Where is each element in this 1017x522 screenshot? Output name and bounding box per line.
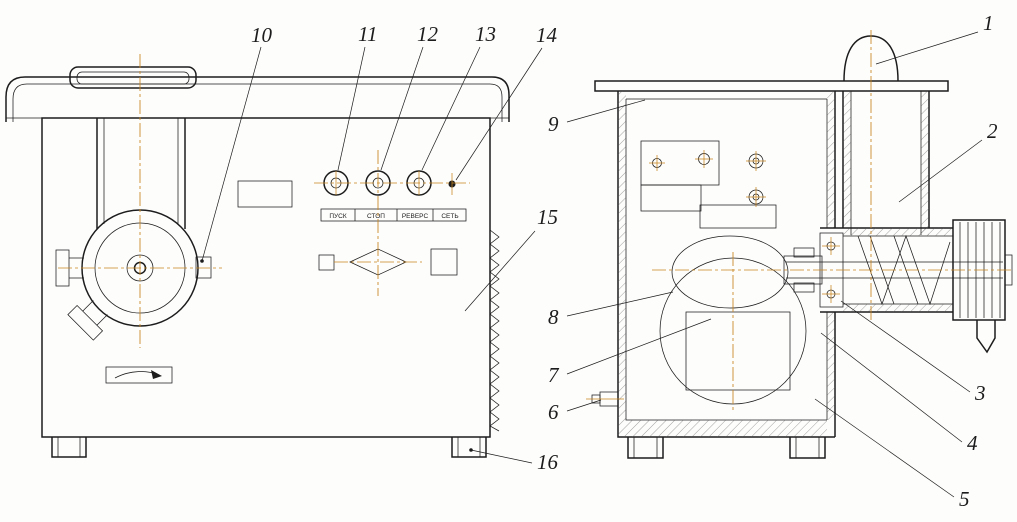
callout-15: 15 [537,205,558,229]
callout-11: 11 [358,22,377,46]
feed-throat [842,91,930,235]
hopper-collar [69,66,197,89]
foot-front-left [51,437,87,458]
tabletop [594,80,949,92]
panel-label-pusk: ПУСК [329,213,346,220]
leader-1 [875,31,979,65]
leader-8 [566,291,674,317]
callout-14: 14 [536,23,558,47]
gearbox-cavity [671,235,789,309]
callout-10: 10 [251,23,273,47]
leader-5 [814,398,955,498]
clamp-handle-lower [67,300,108,341]
callout-16: 16 [537,450,559,474]
callout-3: 3 [974,381,986,405]
leader-15 [464,230,536,312]
leader-2 [898,139,983,203]
cooling-fins [489,229,500,432]
foot-front-right [451,437,487,458]
leader-11 [337,46,366,171]
callout-9: 9 [548,112,559,136]
discharge-spout [976,320,996,354]
callout-12: 12 [417,22,439,46]
leader-10 [201,46,262,262]
leader-13 [421,46,481,171]
centerlines-front [58,54,470,348]
motor-frame [685,311,791,391]
panel-label-set: СЕТЬ [441,213,458,220]
panel-label-stop: СТОП [367,213,385,220]
leader-3 [840,300,971,393]
front-view: ПУСК СТОП РЕВЕРС СЕТЬ [5,54,510,458]
callout-7: 7 [548,363,560,387]
foot-side-left [627,437,664,459]
callouts: 1 2 3 4 5 6 7 8 9 10 11 12 13 14 15 16 [200,11,998,511]
panel-label-strip: ПУСК СТОП РЕВЕРС СЕТЬ [320,208,467,222]
callout-6: 6 [548,400,559,424]
foot-side-right [789,437,826,459]
callout-13: 13 [475,22,496,46]
leader-7 [566,318,712,375]
panel-label-revers: РЕВЕРС [402,213,429,220]
feed-pan [5,76,510,122]
machine-body-front [41,117,491,438]
callout-1: 1 [983,11,994,35]
leader-16 [470,449,533,464]
grinder-barrel [820,227,953,313]
side-section-view [586,30,1013,459]
rotation-arrow [105,366,173,384]
leader-6 [566,399,602,412]
nameplate [237,180,293,208]
callout-5: 5 [959,487,970,511]
callout-2: 2 [987,119,998,143]
centerlines-side [586,30,1013,412]
callout-8: 8 [548,305,559,329]
leader-9 [566,99,646,123]
callout-4: 4 [967,431,978,455]
leader-12 [380,46,424,171]
ring-tab [195,256,212,279]
leader-14 [455,47,543,181]
leader-lines [200,31,983,498]
leader-4 [820,332,963,443]
